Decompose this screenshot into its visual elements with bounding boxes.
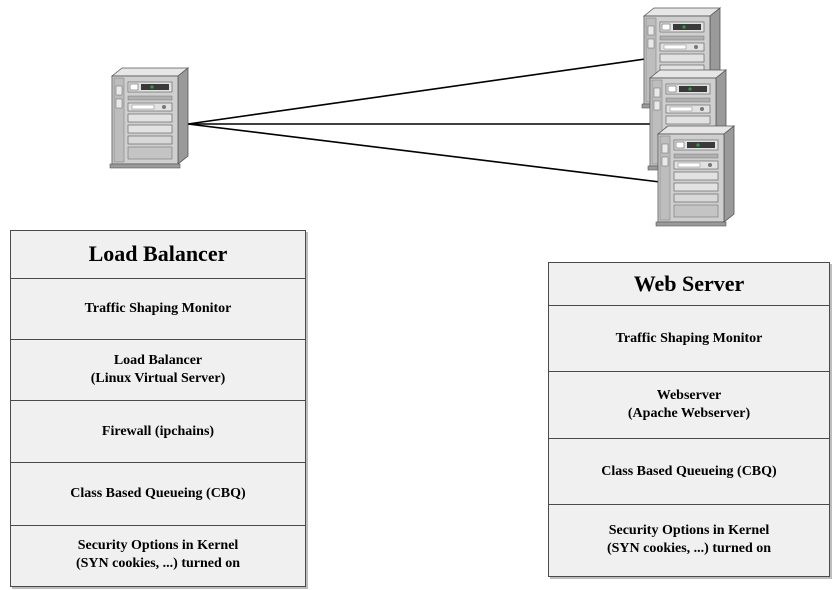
lb-layer-5-text: Security Options in Kernel [77, 537, 239, 553]
network-drawing [109, 7, 735, 227]
ws-layer-1-text: Traffic Shaping Monitor [615, 330, 763, 346]
load-balancer-server-icon [109, 67, 189, 169]
load-balancer-title: Load Balancer [88, 241, 228, 266]
lb-layer-2-text: Load Balancer [113, 353, 203, 368]
ws-layer-2-subtext: (Apache Webserver) [627, 406, 751, 421]
ws-layer-traffic-shaping: Traffic Shaping Monitor [549, 305, 829, 371]
connection-line-3 [187, 123, 661, 183]
ws-layer-3-text: Class Based Queueing (CBQ) [601, 463, 777, 479]
ws-layer-security-options: Security Options in Kernel (SYN cookies,… [549, 504, 829, 574]
lb-layer-cbq: Class Based Queueing (CBQ) [11, 462, 305, 525]
ws-layer-2-text: Webserver [656, 388, 722, 403]
web-server-title: Web Server [633, 271, 745, 296]
lb-layer-security-options: Security Options in Kernel (SYN cookies,… [11, 525, 305, 583]
web-server-stack: Web Server Traffic Shaping Monitor Webse… [548, 262, 830, 577]
ws-layer-webserver: Webserver (Apache Webserver) [549, 371, 829, 438]
ws-layer-4-subtext: (SYN cookies, ...) turned on [606, 540, 772, 556]
connection-line-1 [187, 57, 653, 125]
load-balancer-stack: Load Balancer Traffic Shaping Monitor Lo… [10, 230, 306, 587]
lb-layer-1-text: Traffic Shaping Monitor [84, 301, 232, 316]
lb-layer-load-balancer: Load Balancer (Linux Virtual Server) [11, 339, 305, 400]
lb-layer-2-subtext: (Linux Virtual Server) [90, 371, 226, 386]
web-server-icon-3 [655, 125, 735, 227]
lb-layer-firewall: Firewall (ipchains) [11, 400, 305, 462]
lb-layer-5-subtext: (SYN cookies, ...) turned on [75, 555, 241, 571]
ws-layer-cbq: Class Based Queueing (CBQ) [549, 438, 829, 504]
lb-layer-4-text: Class Based Queueing (CBQ) [70, 486, 246, 501]
ws-layer-4-text: Security Options in Kernel [608, 522, 770, 538]
lb-layer-traffic-shaping: Traffic Shaping Monitor [11, 278, 305, 339]
lb-layer-3-text: Firewall (ipchains) [101, 423, 215, 439]
